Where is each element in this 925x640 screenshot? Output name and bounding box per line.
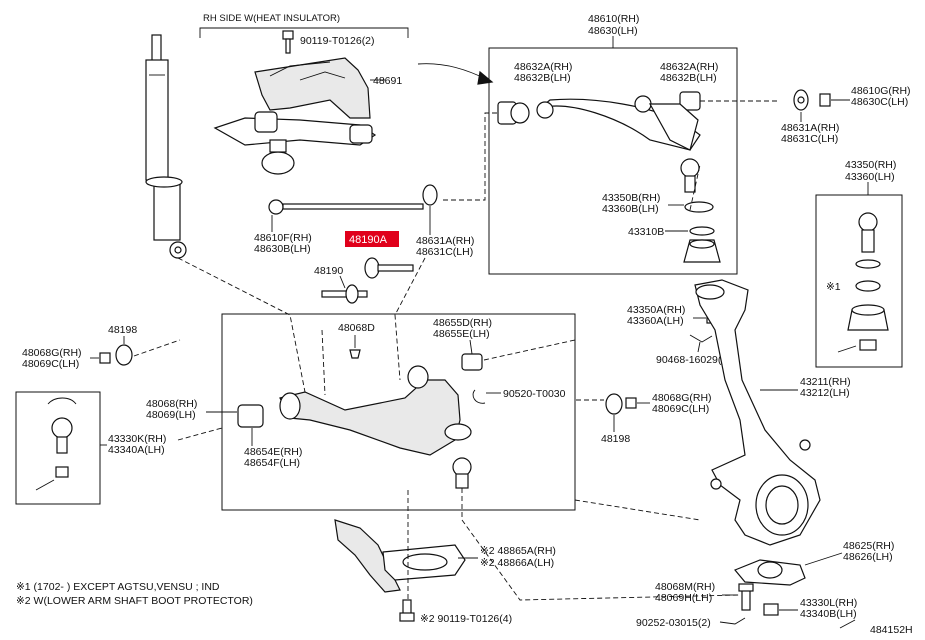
highlight-label: 48190A [349,234,388,246]
label-43360b-lh: 43360B(LH) [602,203,659,215]
ball-joint-43350 [837,212,889,353]
label-43211-rh: 43211(RH) [800,376,851,388]
label-48626-lh: 48626(LH) [843,551,893,563]
upper-arm-left-view [213,111,377,175]
label-48610-rh: 48610(RH) [588,13,639,25]
bushing-48655d [461,353,483,371]
label-43310b: 43310B [628,226,664,238]
ball-joint-43330k [35,397,77,491]
label-48198-right: 48198 [601,433,630,445]
header-note: RH SIDE W(HEAT INSULATOR) [203,13,340,24]
shaft-48610f [268,184,438,215]
label-48631c-center-lh: 48631C(LH) [416,246,473,258]
washer-48631a-right [793,89,809,111]
label-48865a-rh: ※2 48865A(RH) [480,545,556,557]
footnote-2: ※2 W(LOWER ARM SHAFT BOOT PROTECTOR) [16,595,253,607]
label-43330l-rh: 43330L(RH) [800,597,857,609]
ball-joint-inset-43350 [815,194,903,368]
clip-90520 [472,389,486,404]
nut-48068g-left [99,352,111,364]
label-43350a-rh: 43350A(RH) [627,304,685,316]
label-48632a-right-rh: 48632A(RH) [660,61,718,73]
header-bracket: RH SIDE W(HEAT INSULATOR) [199,13,409,38]
upper-arm-48610 [497,91,701,151]
lower-ball-joint [452,457,472,489]
label-48625-rh: 48625(RH) [843,540,894,552]
label-48610g-rh: 48610G(RH) [851,85,911,97]
label-48198-left: 48198 [108,324,137,336]
label-48630b-lh: 48630B(LH) [254,243,311,255]
label-48068m-rh: 48068M(RH) [655,581,715,593]
label-90468: 90468-16029(2) [656,354,731,366]
label-48654f-lh: 48654F(LH) [244,457,300,469]
label-48630c-lh: 48630C(LH) [851,96,908,108]
label-48630-lh: 48630(LH) [588,25,638,37]
label-43340b-lh: 43340B(LH) [800,608,857,620]
label-48068g-left-rh: 48068G(RH) [22,347,82,359]
label-48631a-center-rh: 48631A(RH) [416,235,474,247]
ball-joint-43350b [680,158,721,263]
shock-absorber [145,34,187,259]
label-48866a-lh: ※2 48866A(LH) [480,557,554,569]
bushing-48654e [237,404,264,428]
cover-48198-right [605,393,623,415]
heat-insulator-48691 [254,57,371,119]
ball-joint-inset-43330k [15,391,101,505]
nut-48068g-right [625,397,637,409]
label-43340a-lh: 43340A(LH) [108,444,165,456]
label-48632a-left-rh: 48632A(RH) [514,61,572,73]
label-48068d: 48068D [338,322,375,334]
cam-bolt-48190 [321,257,414,304]
label-48655e-lh: 48655E(LH) [433,328,490,340]
bolt-90119-top [282,30,294,54]
label-48632b-right-lh: 48632B(LH) [660,72,717,84]
label-90520: 90520-T0030 [503,388,566,400]
label-48068g-right-rh: 48068G(RH) [652,392,712,404]
cover-48198-left [115,344,133,366]
lower-arm-48068 [279,365,472,456]
nut-48610g [819,93,831,107]
diagram-code: 484152H [870,624,913,636]
label-48069-lh: 48069(LH) [146,409,196,421]
cotter-pin-bottom [719,617,746,625]
boot-protector-48865a [334,519,466,593]
bolt-90119-bottom [399,599,415,622]
label-90119-top: 90119-T0126(2) [300,35,375,47]
highlight-48190a: 48190A [345,231,399,247]
label-48631a-right-rh: 48631A(RH) [781,122,839,134]
label-48190: 48190 [314,265,343,277]
label-48068-rh: 48068(RH) [146,398,197,410]
steering-knuckle-43211 [694,279,821,546]
label-90119-bottom: ※2 90119-T0126(4) [420,613,512,625]
label-43350b-rh: 43350B(RH) [602,192,660,204]
footnote-1: ※1 (1702- ) EXCEPT AGTSU,VENSU ; IND [16,581,220,593]
label-48691: 48691 [373,75,402,87]
label-48069h-lh: 48069H(LH) [655,592,712,604]
label-48069c-right-lh: 48069C(LH) [652,403,709,415]
label-43360a-lh: 43360A(LH) [627,315,684,327]
note-marker-1: ※1 [826,281,841,293]
label-48631c-right-lh: 48631C(LH) [781,133,838,145]
ball-joint-48625 [734,559,806,616]
cotter-pin [689,334,713,343]
label-43212-lh: 43212(LH) [800,387,850,399]
label-48655d-rh: 48655D(RH) [433,317,492,329]
label-48069c-left-lh: 48069C(LH) [22,358,79,370]
label-43350-rh: 43350(RH) [845,159,896,171]
label-48654e-rh: 48654E(RH) [244,446,302,458]
label-48610f-rh: 48610F(RH) [254,232,312,244]
label-43330k-rh: 43330K(RH) [108,433,166,445]
label-48632b-left-lh: 48632B(LH) [514,72,571,84]
label-43360-lh: 43360(LH) [845,171,895,183]
label-90252: 90252-03015(2) [636,617,711,629]
